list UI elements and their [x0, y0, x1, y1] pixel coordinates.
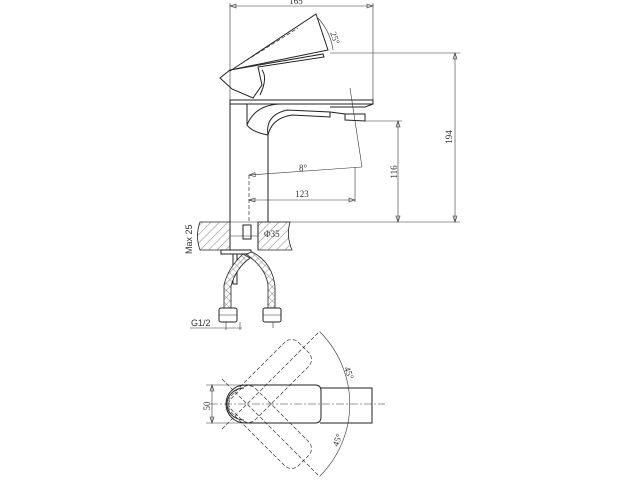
dimension-label-spout-reach: 123	[295, 189, 309, 199]
hole-diameter-label: Φ35	[264, 229, 280, 239]
dimension-spout-reach: 8° 123	[248, 163, 363, 222]
faucet-body	[229, 87, 374, 222]
lever	[219, 53, 325, 99]
dimension-spout-height: 116	[365, 120, 402, 223]
spout-top	[320, 387, 373, 424]
side-view: 165 25° 194	[184, 0, 460, 330]
lever-angle-label: 25°	[328, 30, 342, 46]
dimension-label-width: 165	[289, 0, 303, 6]
dimension-width: 165	[229, 0, 374, 103]
lever-raised-outline: 25°	[229, 13, 342, 72]
dimension-label-body-width: 50	[202, 401, 212, 411]
rotation-angle-top-label: 45°	[342, 365, 356, 381]
thread-label: G1/2	[191, 318, 211, 328]
dimension-label-spout-height: 116	[389, 165, 399, 179]
lever-top	[225, 384, 322, 424]
spout-angle-label: 8°	[299, 163, 308, 173]
dimension-label-height: 194	[444, 130, 454, 144]
top-view: 50 45° 45°	[202, 330, 385, 478]
rotation-angle-bottom-label: 45°	[330, 432, 344, 448]
dimension-height: 194	[330, 52, 460, 223]
deck-thickness-label: Max 25	[184, 224, 194, 254]
supply-hoses: G1/2	[190, 249, 282, 330]
rotation-arc	[319, 331, 350, 477]
countertop-section: Φ35 Max 25	[184, 221, 293, 254]
